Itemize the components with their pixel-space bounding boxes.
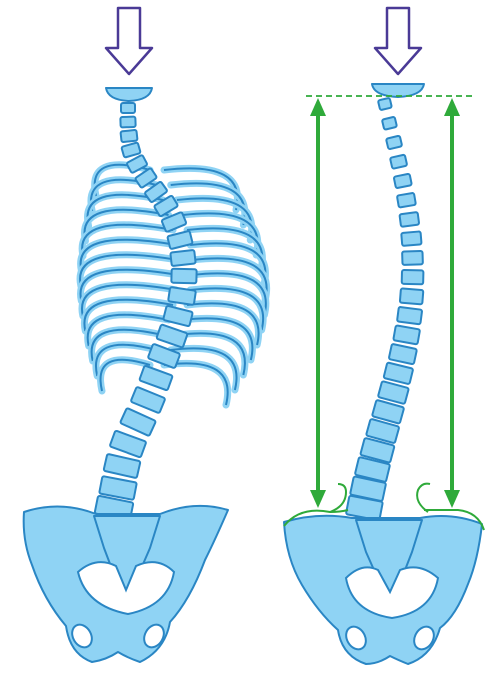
vertebra [400,288,424,304]
atlas-bone [372,84,424,97]
vertebra [378,98,392,110]
vertebra [397,307,422,325]
vertebra [104,454,141,478]
vertebra [121,103,135,113]
vertebral-column [346,98,424,521]
vertebra [401,231,421,246]
rib [164,363,228,405]
vertebra [131,387,166,414]
vertebra [120,117,135,128]
right-figure [284,8,484,664]
vertebra [394,174,412,189]
vertebra [382,117,397,130]
vertebra [393,325,420,344]
vertebra [156,324,187,347]
vertebra [386,136,402,150]
vertebra [384,362,414,384]
vertebra [170,250,195,266]
pelvis [284,516,482,664]
vertebra [389,344,417,365]
left-figure [24,8,267,662]
vertebra [397,193,416,208]
length-measure-right [444,98,460,508]
vertebra [139,365,173,390]
curl-mark [330,484,346,512]
down-arrow-icon [106,8,152,74]
curl-mark [417,484,430,512]
vertebra [110,430,147,457]
vertebra [121,142,140,157]
vertebra [171,269,196,284]
length-measure-left [310,98,326,508]
vertebra [399,212,419,227]
atlas-bone [106,88,152,101]
pelvis [24,506,228,662]
rib [190,288,263,330]
vertebra [120,130,137,142]
vertebra [402,251,423,265]
vertebra [402,270,424,284]
vertebra [390,155,407,169]
vertebra [120,408,156,436]
vertebra [168,287,196,305]
down-arrow-icon [375,8,421,74]
